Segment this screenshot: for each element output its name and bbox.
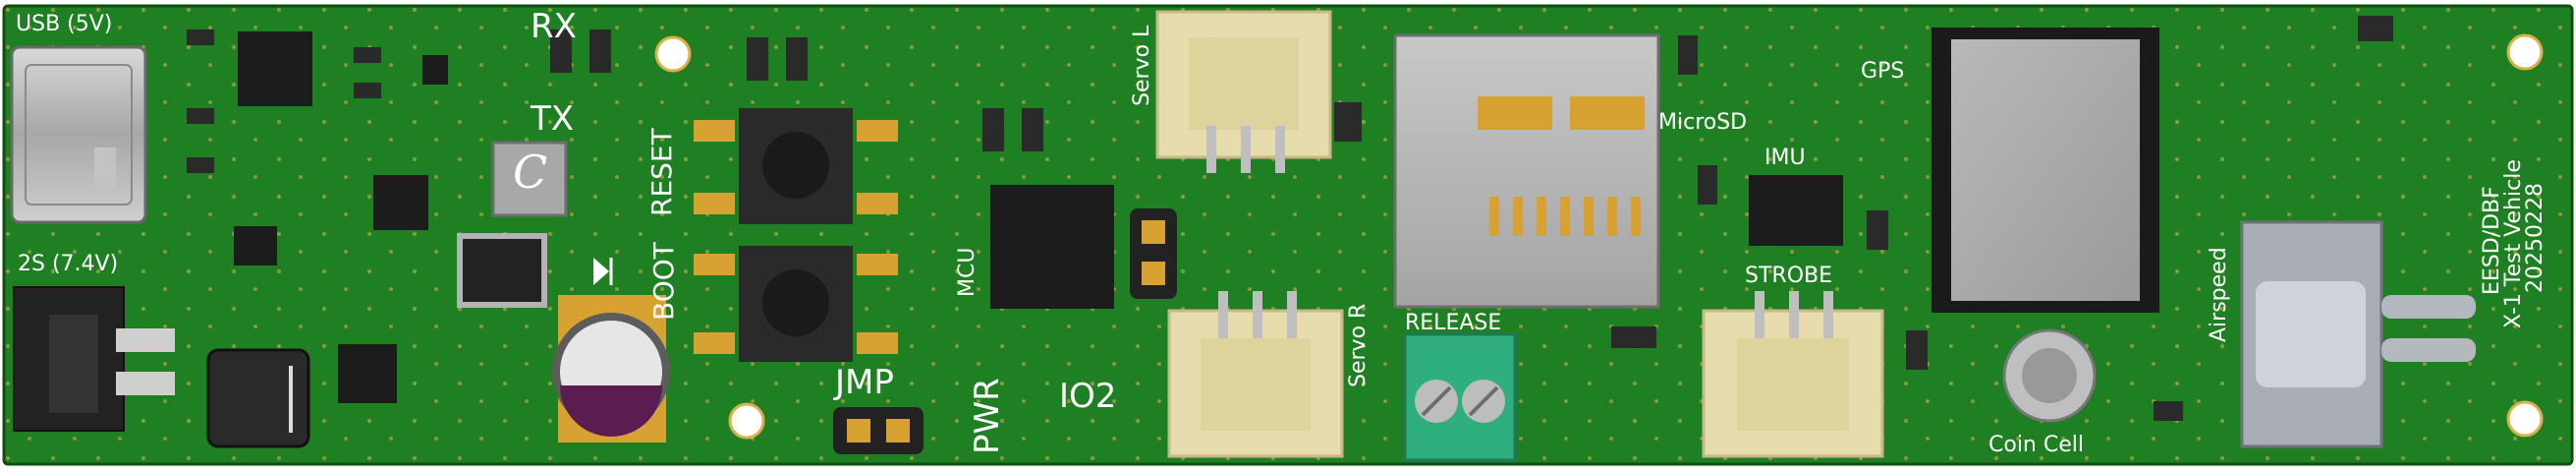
reset-button[interactable] — [694, 108, 898, 224]
gps-module — [1932, 28, 2159, 313]
battery-label: 2S (7.4V) — [18, 252, 119, 276]
power-inductor — [206, 348, 310, 448]
battery-connector — [13, 286, 175, 432]
coin-cell-label: Coin Cell — [1988, 433, 2084, 457]
servo-l-label: Servo L — [1130, 25, 1154, 106]
airspeed-label: Airspeed — [2207, 247, 2231, 342]
logo-chip — [491, 141, 568, 217]
servo-l-connector[interactable] — [1155, 10, 1332, 173]
servo-r-connector[interactable] — [1167, 291, 1344, 458]
servo-r-label: Servo R — [1346, 303, 1371, 387]
boot-label: BOOT — [647, 242, 680, 321]
smd-components — [187, 16, 2393, 421]
title-line1: EESD/DBF — [2480, 186, 2504, 295]
diode — [457, 233, 547, 308]
reset-label: RESET — [645, 128, 678, 216]
io-header[interactable] — [1130, 208, 1177, 299]
capacitor — [552, 258, 670, 442]
release-terminal-block[interactable] — [1403, 332, 1517, 462]
coin-cell-holder[interactable] — [2002, 328, 2097, 423]
title-line3: 20250228 — [2523, 183, 2548, 293]
pwr-label: PWR — [968, 378, 1007, 454]
usb-c-connector — [10, 45, 147, 224]
logo-glyph: C — [513, 146, 548, 199]
jmp-label: JMP — [835, 363, 894, 402]
mcu-label: MCU — [955, 247, 980, 297]
imu-chip — [1749, 175, 1843, 246]
io2-label: IO2 — [1059, 377, 1117, 416]
mounting-holes — [654, 33, 2544, 440]
mcu-chip — [990, 185, 1114, 309]
jumper-header[interactable] — [833, 407, 924, 454]
title-line2: X-1 Test Vehicle — [2501, 159, 2526, 328]
strobe-label: STROBE — [1745, 264, 1832, 288]
gps-label: GPS — [1861, 59, 1905, 84]
microsd-label: MicroSD — [1658, 110, 1748, 135]
release-label: RELEASE — [1405, 311, 1502, 335]
strobe-connector[interactable] — [1702, 291, 1884, 458]
imu-label: IMU — [1764, 146, 1806, 170]
usb-label: USB (5V) — [16, 12, 113, 36]
ics-power — [234, 31, 448, 403]
tx-label: TX — [531, 99, 575, 139]
rx-label: RX — [531, 7, 577, 46]
airspeed-sensor — [2240, 220, 2476, 448]
microsd-socket[interactable] — [1393, 33, 1660, 309]
boot-button[interactable] — [694, 246, 898, 362]
